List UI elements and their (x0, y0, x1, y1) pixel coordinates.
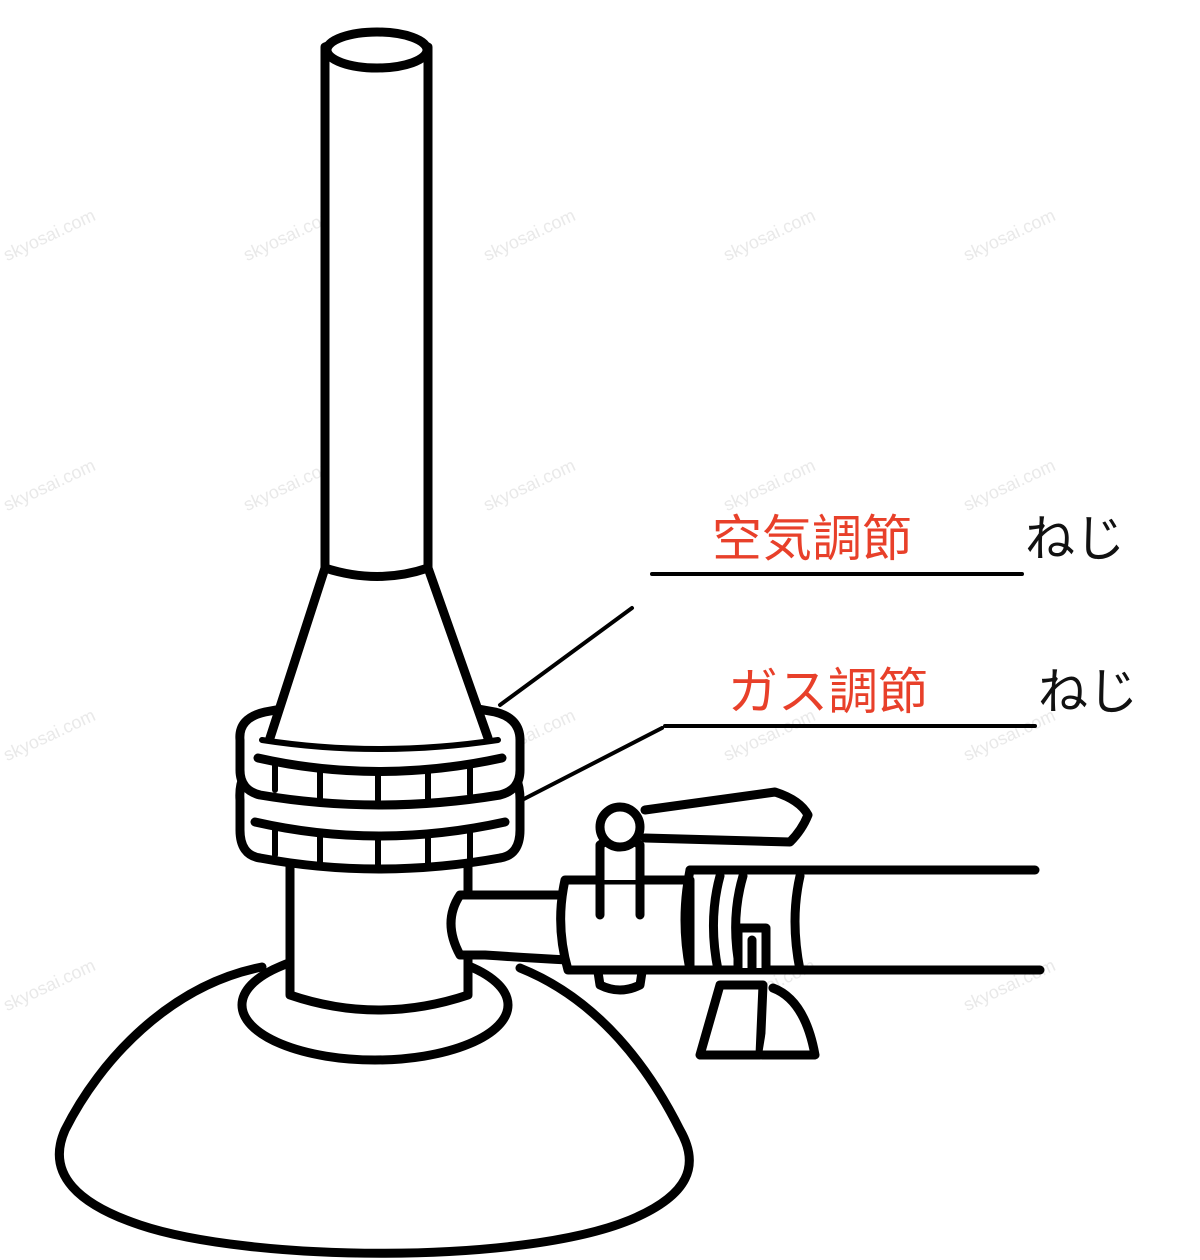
gas-adjust-suffix-label: ねじ (1038, 667, 1138, 717)
air-adjust-screw-label: 空気調節 (712, 514, 912, 564)
gas-inlet (446, 787, 1045, 1060)
gas-adjust-answer: ガス調節 (728, 663, 928, 721)
air-adjust-suffix-label: ねじ (1025, 514, 1125, 564)
air-adjust-suffix: ねじ (1025, 510, 1125, 568)
leader-lines (498, 572, 1037, 802)
air-leader-line (498, 606, 634, 707)
gas-adjust-screw-label: ガス調節 (728, 667, 928, 717)
burner-barrel (285, 840, 473, 1015)
air-adjust-answer: 空気調節 (712, 510, 912, 568)
gas-adjust-suffix: ねじ (1038, 663, 1138, 721)
burner-chimney (265, 27, 493, 743)
gas-leader-line (520, 726, 664, 802)
